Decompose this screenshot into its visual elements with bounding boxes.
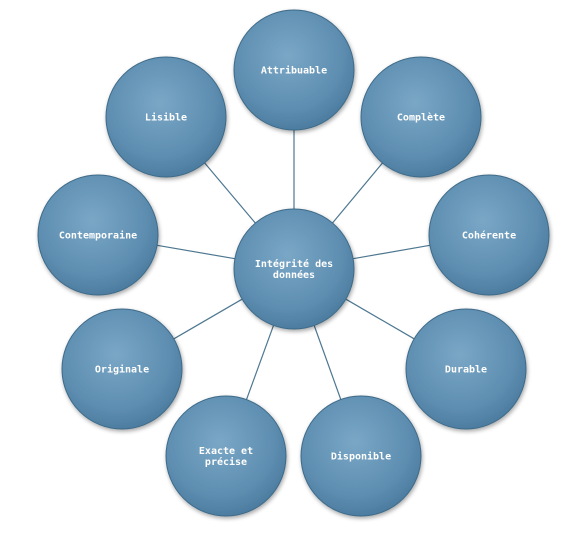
node-exacte-et-precise-label: précise (205, 456, 247, 468)
node-coherente-label: Cohérente (462, 230, 516, 242)
node-attribuable-label: Attribuable (261, 65, 327, 77)
connector-line-durable (345, 298, 415, 340)
center-node-data-integrity-label: données (273, 269, 315, 281)
connector-line-complete (332, 162, 383, 224)
connector-line-contemporaine (156, 244, 236, 260)
node-contemporaine: Contemporaine (37, 174, 159, 296)
node-exacte-et-precise-circle (165, 395, 287, 517)
connector-lines (156, 130, 431, 400)
node-contemporaine-circle (37, 174, 159, 296)
center-node-data-integrity-label: Intégrité des (255, 258, 333, 270)
node-lisible: Lisible (105, 56, 227, 178)
node-disponible: Disponible (300, 395, 422, 517)
connector-line-exacte-et-precise (245, 325, 275, 400)
connector-line-originale (173, 298, 243, 340)
node-durable-label: Durable (445, 365, 487, 376)
node-lisible-circle (105, 56, 227, 178)
node-disponible-circle (300, 395, 422, 517)
node-originale: Originale (61, 308, 183, 430)
node-contemporaine-label: Contemporaine (59, 230, 137, 242)
diagram-nodes: AttribuableComplèteCohérenteDurableDispo… (37, 9, 550, 517)
node-exacte-et-precise-label: Exacte et (199, 446, 253, 457)
node-coherente-circle (428, 174, 550, 296)
node-lisible-label: Lisible (145, 112, 187, 124)
connector-line-lisible (204, 162, 256, 224)
node-attribuable-circle (233, 9, 355, 131)
node-coherente: Cohérente (428, 174, 550, 296)
node-complete: Complète (360, 56, 482, 178)
connector-line-coherente (352, 244, 431, 260)
node-originale-circle (61, 308, 183, 430)
node-durable: Durable (405, 308, 527, 430)
node-complete-circle (360, 56, 482, 178)
node-complete-label: Complète (397, 112, 445, 124)
connector-line-disponible (313, 325, 342, 400)
node-attribuable: Attribuable (233, 9, 355, 131)
node-durable-circle (405, 308, 527, 430)
node-disponible-label: Disponible (331, 451, 391, 463)
node-originale-label: Originale (95, 364, 149, 376)
center-node-data-integrity-circle (233, 208, 355, 330)
